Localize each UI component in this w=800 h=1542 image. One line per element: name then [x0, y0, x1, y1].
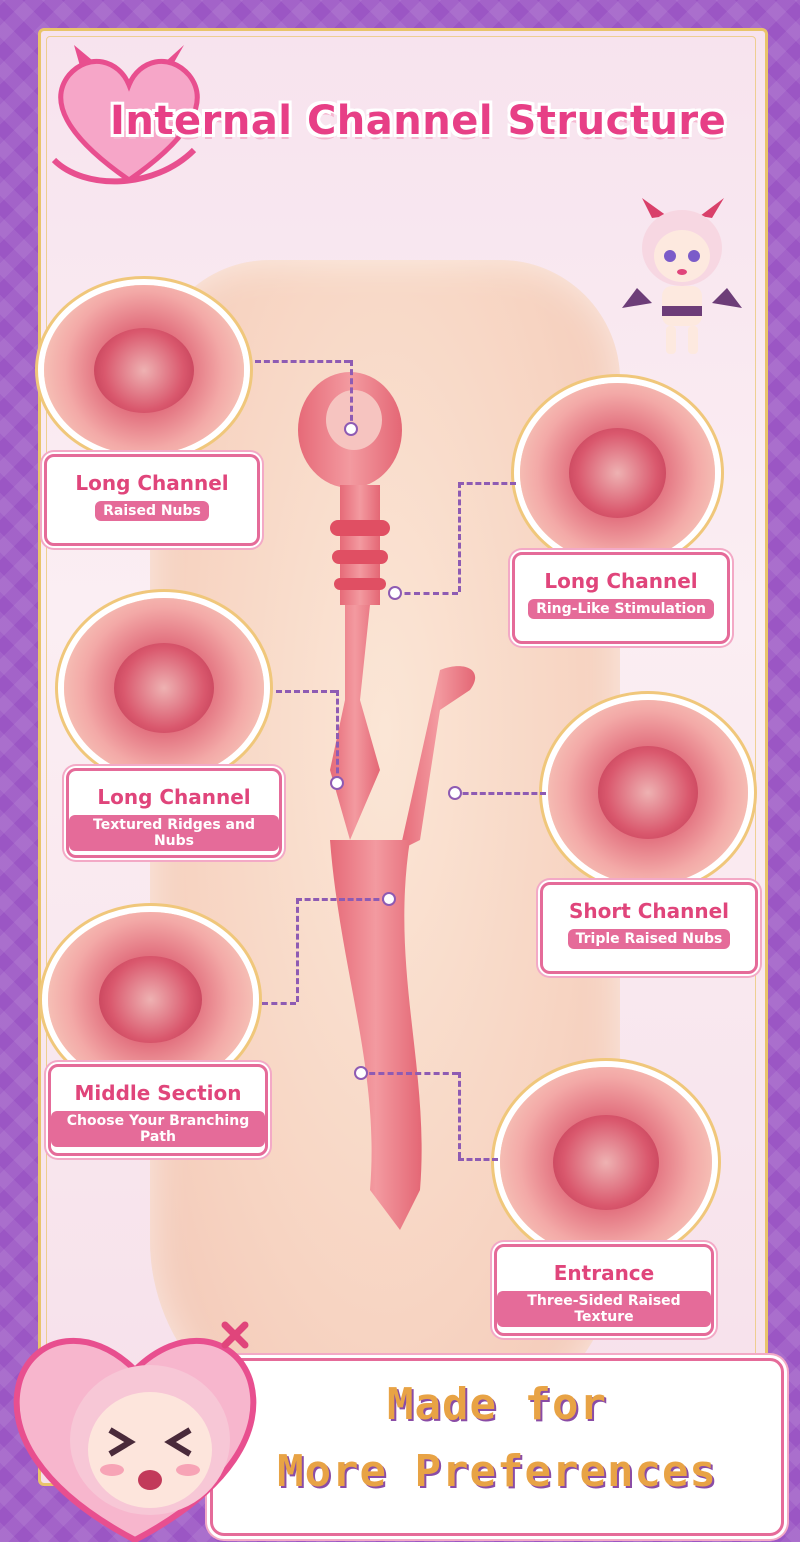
callout-subtitle: Ring-Like Stimulation: [528, 599, 714, 619]
callout-label-6: Entrance Three-Sided Raised Texture: [494, 1244, 714, 1336]
callout-label-2: Long Channel Ring-Like Stimulation: [512, 552, 730, 644]
callout-subtitle: Three-Sided Raised Texture: [497, 1291, 711, 1327]
callout-label-3: Long Channel Textured Ridges and Nubs: [66, 768, 282, 858]
connector-line: [395, 592, 458, 595]
chibi-character-heart-icon: [13, 1321, 257, 1542]
callout-label-4: Short Channel Triple Raised Nubs: [540, 882, 758, 974]
connector-line: [262, 1002, 296, 1005]
connector-line: [296, 898, 388, 901]
detail-circle-4: [548, 700, 748, 885]
connector-dot: [388, 586, 402, 600]
connector-line: [458, 482, 516, 485]
callout-title: Middle Section: [74, 1081, 242, 1105]
callout-title: Long Channel: [97, 785, 251, 809]
devil-heart-icon: [51, 45, 200, 185]
channel-model-illustration: [298, 372, 476, 1230]
connector-line: [350, 360, 353, 430]
connector-dot: [448, 786, 462, 800]
connector-dot: [354, 1066, 368, 1080]
detail-circle-6: [500, 1067, 712, 1257]
banner-line-2: More Preferences: [277, 1446, 717, 1497]
connector-dot: [344, 422, 358, 436]
connector-line: [255, 360, 350, 363]
title-area: Internal Channel Structure: [40, 45, 760, 185]
detail-circle-3: [64, 598, 264, 778]
connector-line: [360, 1072, 458, 1075]
connector-line: [276, 690, 336, 693]
connector-line: [458, 482, 461, 592]
connector-dot: [382, 892, 396, 906]
connector-line: [458, 1072, 461, 1158]
callout-subtitle: Textured Ridges and Nubs: [69, 815, 279, 851]
detail-circle-5: [48, 912, 253, 1087]
callout-label-1: Long Channel Raised Nubs: [44, 454, 260, 546]
callout-subtitle: Raised Nubs: [95, 501, 209, 521]
connector-line: [296, 898, 299, 1002]
connector-dot: [330, 776, 344, 790]
connector-line: [336, 690, 339, 782]
callout-label-5: Middle Section Choose Your Branching Pat…: [48, 1064, 268, 1156]
callout-title: Short Channel: [568, 899, 730, 923]
bottom-banner: Made for More Preferences: [210, 1358, 784, 1536]
callout-title: Long Channel: [544, 569, 698, 593]
detail-circle-2: [520, 383, 715, 563]
page-title: Internal Channel Structure: [110, 98, 727, 144]
callout-title: Entrance: [553, 1261, 655, 1285]
banner-line-1: Made for: [387, 1379, 607, 1430]
connector-line: [454, 792, 546, 795]
callout-subtitle: Choose Your Branching Path: [51, 1111, 265, 1147]
callout-title: Long Channel: [75, 471, 229, 495]
connector-line: [458, 1158, 498, 1161]
chibi-character-icon: [622, 198, 742, 354]
detail-circle-1: [44, 285, 244, 455]
callout-subtitle: Triple Raised Nubs: [567, 929, 731, 949]
